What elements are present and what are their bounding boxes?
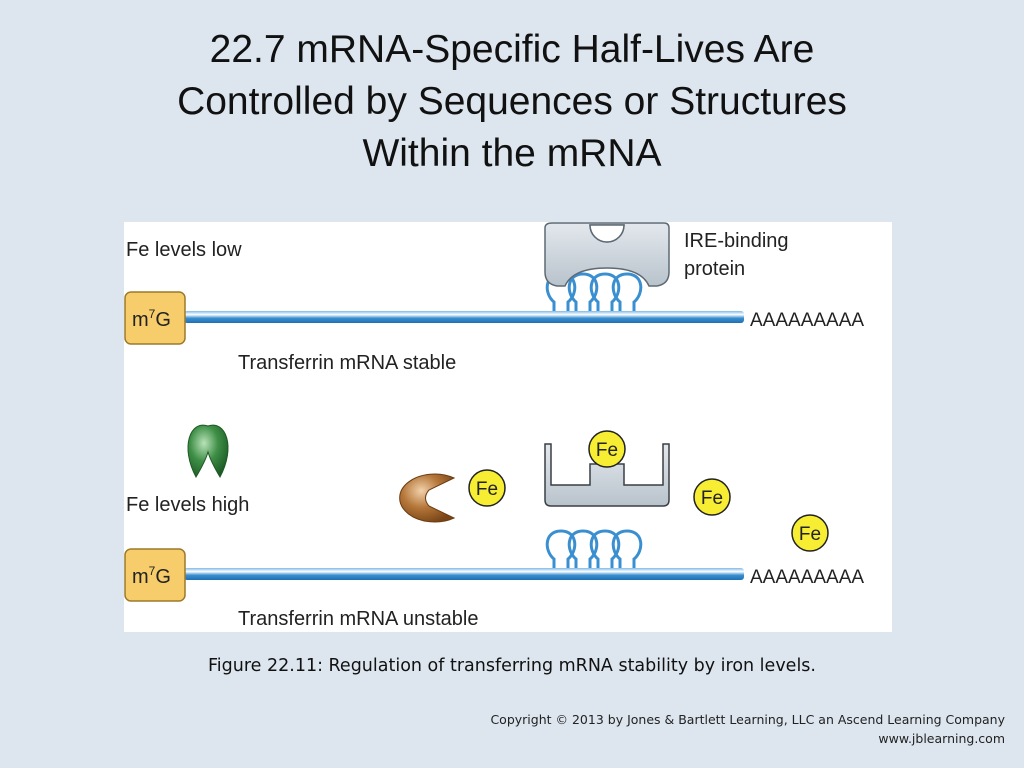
svg-text:Fe: Fe	[701, 488, 723, 509]
iron-atom-3: Fe	[791, 514, 829, 552]
polya-tail-top: AAAAAAAAA	[750, 310, 864, 331]
title-line-2: Controlled by Sequences or Structures	[177, 80, 847, 123]
svg-text:Fe: Fe	[476, 479, 498, 500]
svg-text:Fe: Fe	[596, 440, 618, 461]
copyright-notice: Copyright © 2013 by Jones & Bartlett Lea…	[490, 710, 1005, 748]
iron-atom-bound: Fe	[588, 430, 626, 468]
protein-label-line1: IRE-binding	[684, 230, 789, 252]
condition-low-label: Fe levels low	[126, 239, 242, 261]
cap-top-m: m	[132, 309, 149, 331]
protein-label-line2: protein	[684, 258, 745, 280]
cap-top-g: G	[155, 309, 171, 331]
cap-bottom	[124, 548, 186, 602]
ire-hairpins-bottom	[545, 529, 643, 568]
publisher-url: www.jblearning.com	[878, 731, 1005, 746]
cap-bottom-sup: 7	[149, 564, 156, 578]
cap-top-label: m7G	[132, 307, 171, 331]
figure-caption: Figure 22.11: Regulation of transferring…	[208, 656, 816, 676]
figure-panel: Fe levels low IRE-binding protein m7G AA…	[124, 222, 892, 632]
title-line-3: Within the mRNA	[362, 132, 662, 175]
svg-text:Fe: Fe	[799, 524, 821, 545]
mrna-stable-label: Transferrin mRNA stable	[238, 352, 456, 374]
mrna-regulation-diagram: Fe levels low IRE-binding protein m7G AA…	[124, 222, 864, 630]
copyright-line: Copyright © 2013 by Jones & Bartlett Lea…	[490, 712, 1005, 727]
cap-bottom-g: G	[155, 566, 171, 588]
polya-tail-bottom: AAAAAAAAA	[750, 567, 864, 588]
title-line-1: 22.7 mRNA-Specific Half-Lives Are	[209, 28, 815, 71]
iron-atom-2: Fe	[693, 478, 731, 516]
nuclease-green-icon	[187, 424, 229, 479]
cap-top-sup: 7	[149, 307, 156, 321]
iron-binding-pocket-empty	[589, 224, 625, 243]
mrna-strand-top	[184, 311, 744, 323]
slide-title: 22.7 mRNA-Specific Half-Lives Are Contro…	[62, 24, 962, 180]
iron-atom-1: Fe	[468, 469, 506, 507]
condition-high-label: Fe levels high	[126, 494, 249, 516]
mrna-unstable-label: Transferrin mRNA unstable	[238, 608, 478, 630]
cap-bottom-label: m7G	[132, 564, 171, 588]
nuclease-brown-icon	[399, 473, 456, 523]
cap-top	[124, 291, 186, 345]
ire-binding-protein-iron-bound	[544, 443, 670, 507]
cap-bottom-m: m	[132, 566, 149, 588]
mrna-strand-bottom	[184, 568, 744, 580]
